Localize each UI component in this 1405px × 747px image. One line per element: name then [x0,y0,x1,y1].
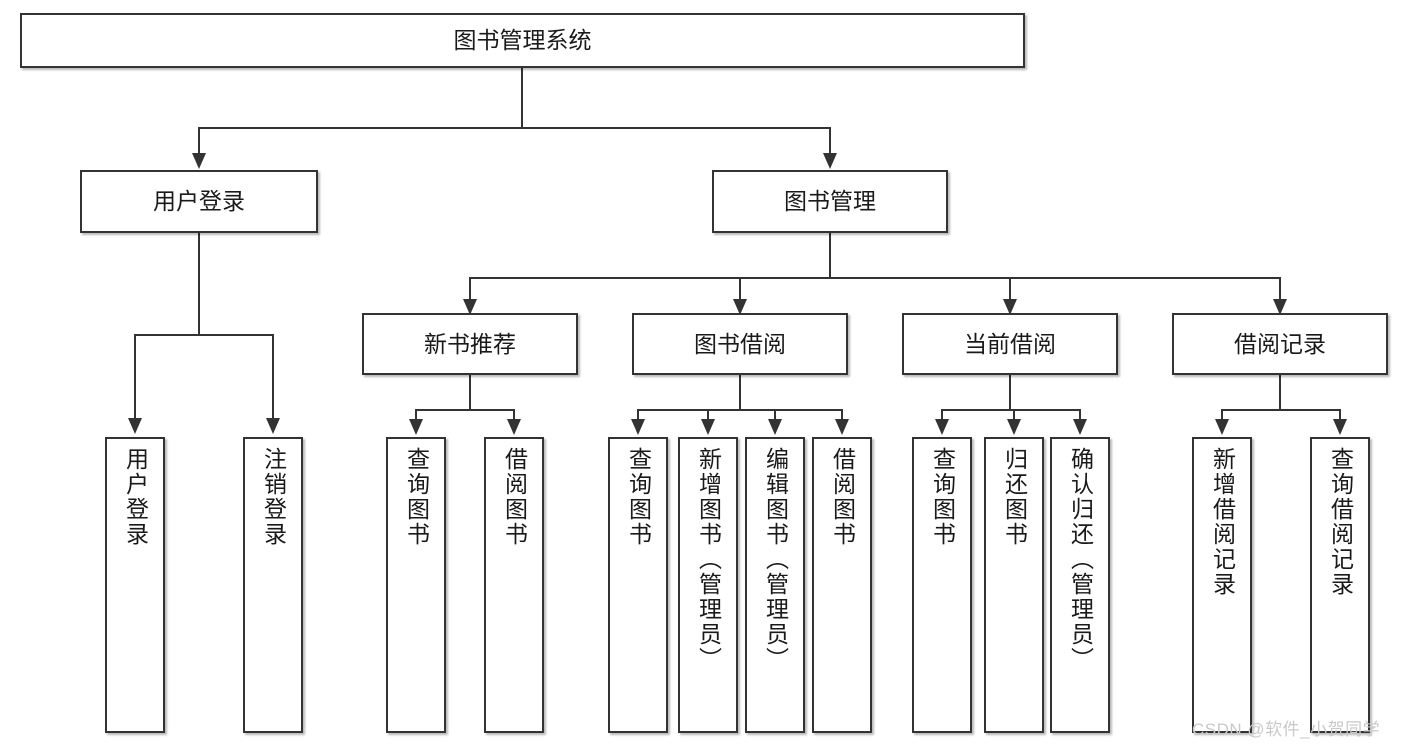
node-leaf-user-login[interactable]: 用户登录 [105,437,165,733]
node-leaf-logout-login[interactable]: 注销登录 [243,437,303,733]
node-leaf-add-borrow-record[interactable]: 新增借阅记录 [1192,437,1252,733]
node-leaf-query-book-recommend[interactable]: 查询图书 [386,437,446,733]
node-label: 借阅图书 [501,447,528,547]
node-label: 查询图书 [625,447,652,547]
connector-borrow-record-stem [1279,375,1281,410]
node-label: 图书管理系统 [453,27,592,54]
node-label: 注销登录 [260,447,287,547]
connector-bb-leaf-4 [841,409,843,421]
connector-borrow-record-bus [1221,409,1341,411]
arrowhead-cb-leaf-2 [1007,419,1021,435]
connector-new-book-recommend-stem [469,375,471,410]
node-leaf-add-book-admin[interactable]: 新增图书（管理员） [678,437,738,733]
connector-cb-leaf-3 [1079,409,1081,421]
arrowhead-bm-book-borrow [733,299,747,315]
connector-bb-leaf-1 [637,409,639,421]
arrowhead-nbr-leaf-1 [409,419,423,435]
connector-user-login-stem [198,233,200,335]
connector-book-management-bus [469,277,1281,279]
arrowhead-bm-current-borrow [1003,299,1017,315]
connector-cb-leaf-2 [1013,409,1015,421]
arrowhead-cb-leaf-1 [935,419,949,435]
connector-user-login-to-leaf-1 [134,334,136,420]
connector-bm-to-current-borrow [1009,277,1011,301]
arrowhead-cb-leaf-3 [1073,419,1087,435]
node-label: 图书借阅 [694,330,786,357]
node-label: 编辑图书（管理员） [762,447,789,672]
arrowhead-user-login-leaf-1 [128,418,142,434]
node-label: 归还图书 [1001,447,1028,547]
arrowhead-bm-borrow-record [1273,299,1287,315]
node-current-borrow[interactable]: 当前借阅 [902,313,1118,375]
node-label: 图书管理 [784,188,876,215]
connector-new-book-recommend-bus [415,409,515,411]
node-root-book-management-system[interactable]: 图书管理系统 [20,13,1025,68]
node-label: 新书推荐 [424,330,516,357]
node-leaf-borrow-book-recommend[interactable]: 借阅图书 [484,437,544,733]
connector-user-login-to-leaf-2 [272,334,274,420]
connector-root-stem [521,68,523,128]
connector-bb-leaf-2 [707,409,709,421]
connector-bb-leaf-3 [774,409,776,421]
connector-br-leaf-1 [1221,409,1223,421]
node-label: 新增借阅记录 [1209,447,1236,597]
node-leaf-query-book-borrow[interactable]: 查询图书 [608,437,668,733]
node-leaf-confirm-return-admin[interactable]: 确认归还（管理员） [1050,437,1110,733]
node-new-book-recommend[interactable]: 新书推荐 [362,313,578,375]
node-label: 查询借阅记录 [1327,447,1354,597]
connector-br-leaf-2 [1339,409,1341,421]
node-label: 借阅图书 [829,447,856,547]
node-borrow-record[interactable]: 借阅记录 [1172,313,1388,375]
arrowhead-bb-leaf-1 [631,419,645,435]
node-leaf-edit-book-admin[interactable]: 编辑图书（管理员） [745,437,805,733]
arrowhead-bb-leaf-2 [701,419,715,435]
node-leaf-borrow-book[interactable]: 借阅图书 [812,437,872,733]
node-book-borrow[interactable]: 图书借阅 [632,313,848,375]
arrowhead-bb-leaf-3 [768,419,782,435]
connector-nbr-leaf-1 [415,409,417,421]
connector-current-borrow-stem [1009,375,1011,410]
node-label: 新增图书（管理员） [695,447,722,672]
csdn-watermark: CSDN @软件_小贺同学 [1192,720,1381,739]
node-label: 借阅记录 [1234,330,1326,357]
connector-root-to-book-management [829,127,831,157]
node-label: 用户登录 [153,188,245,215]
arrowhead-nbr-leaf-2 [507,419,521,435]
connector-nbr-leaf-2 [513,409,515,421]
node-label: 用户登录 [122,447,149,547]
connector-root-bus [198,127,830,129]
node-book-management[interactable]: 图书管理 [712,170,948,233]
node-label: 查询图书 [929,447,956,547]
node-leaf-query-book-current[interactable]: 查询图书 [912,437,972,733]
arrowhead-bm-new-book-recommend [463,299,477,315]
connector-user-login-bus [134,334,274,336]
connector-cb-leaf-1 [941,409,943,421]
arrowhead-br-leaf-1 [1215,419,1229,435]
arrowhead-root-to-book-management [823,153,837,169]
node-leaf-query-borrow-record[interactable]: 查询借阅记录 [1310,437,1370,733]
connector-bm-to-book-borrow [739,277,741,301]
node-label: 确认归还（管理员） [1067,447,1094,672]
connector-book-borrow-stem [739,375,741,410]
arrowhead-user-login-leaf-2 [266,418,280,434]
node-user-login[interactable]: 用户登录 [80,170,318,233]
connector-book-management-stem [829,233,831,278]
node-label: 当前借阅 [964,330,1056,357]
connector-bm-to-new-book-recommend [469,277,471,301]
arrowhead-br-leaf-2 [1333,419,1347,435]
connector-book-borrow-bus [637,409,843,411]
arrowhead-root-to-user-login [192,153,206,169]
arrowhead-bb-leaf-4 [835,419,849,435]
connector-current-borrow-bus [941,409,1080,411]
node-leaf-return-book[interactable]: 归还图书 [984,437,1044,733]
connector-root-to-user-login [198,127,200,157]
connector-bm-to-borrow-record [1279,277,1281,301]
node-label: 查询图书 [403,447,430,547]
